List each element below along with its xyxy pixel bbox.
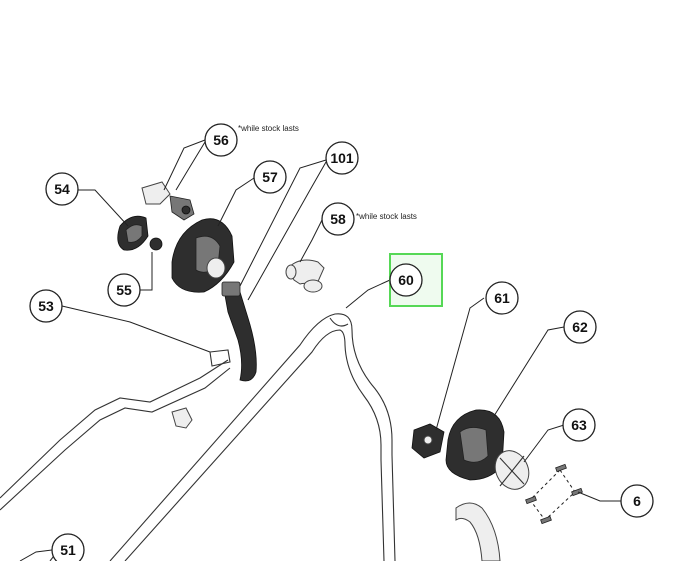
part-63-disc	[494, 450, 530, 490]
callout-label: 51	[60, 542, 76, 558]
callout-label: 63	[571, 417, 587, 433]
callout-53[interactable]: 53	[29, 289, 63, 323]
part-57-housing	[171, 218, 235, 293]
callout-label: 53	[38, 298, 54, 314]
callout-62[interactable]: 62	[563, 310, 597, 344]
callout-label: 56	[213, 132, 229, 148]
callout-6[interactable]: 6	[620, 484, 654, 518]
part-51-deck-frame	[0, 359, 231, 561]
part-60-handle	[109, 313, 396, 561]
hose	[455, 502, 501, 561]
callout-63[interactable]: 63	[562, 408, 596, 442]
part-56-clip	[141, 181, 195, 221]
callout-label: 57	[262, 169, 278, 185]
callout-label: 101	[330, 150, 354, 166]
part-101-lever	[221, 281, 257, 382]
note-while-stock-lasts-58: *while stock lasts	[356, 212, 417, 221]
callout-label: 60	[398, 272, 414, 288]
callout-56[interactable]: 56	[204, 123, 238, 157]
part-55-knob	[149, 237, 163, 251]
callout-60[interactable]: 60	[389, 263, 423, 297]
callout-label: 61	[494, 290, 510, 306]
callout-label: 6	[633, 493, 641, 509]
callout-51[interactable]: 51	[51, 533, 85, 561]
callout-101[interactable]: 101	[325, 141, 359, 175]
callout-label: 58	[330, 211, 346, 227]
part-61-bracket	[411, 423, 445, 459]
part-58-elbow	[285, 259, 325, 293]
small-clip	[171, 407, 193, 429]
callout-label: 62	[572, 319, 588, 335]
part-6-screws	[525, 463, 583, 525]
callout-61[interactable]: 61	[485, 281, 519, 315]
callout-55[interactable]: 55	[107, 273, 141, 307]
callout-label: 55	[116, 282, 132, 298]
callout-58[interactable]: 58	[321, 202, 355, 236]
callout-54[interactable]: 54	[45, 172, 79, 206]
callout-label: 54	[54, 181, 70, 197]
callout-57[interactable]: 57	[253, 160, 287, 194]
part-53-panel	[171, 349, 231, 429]
part-54-cap	[117, 215, 149, 251]
note-while-stock-lasts-56: *while stock lasts	[238, 124, 299, 133]
